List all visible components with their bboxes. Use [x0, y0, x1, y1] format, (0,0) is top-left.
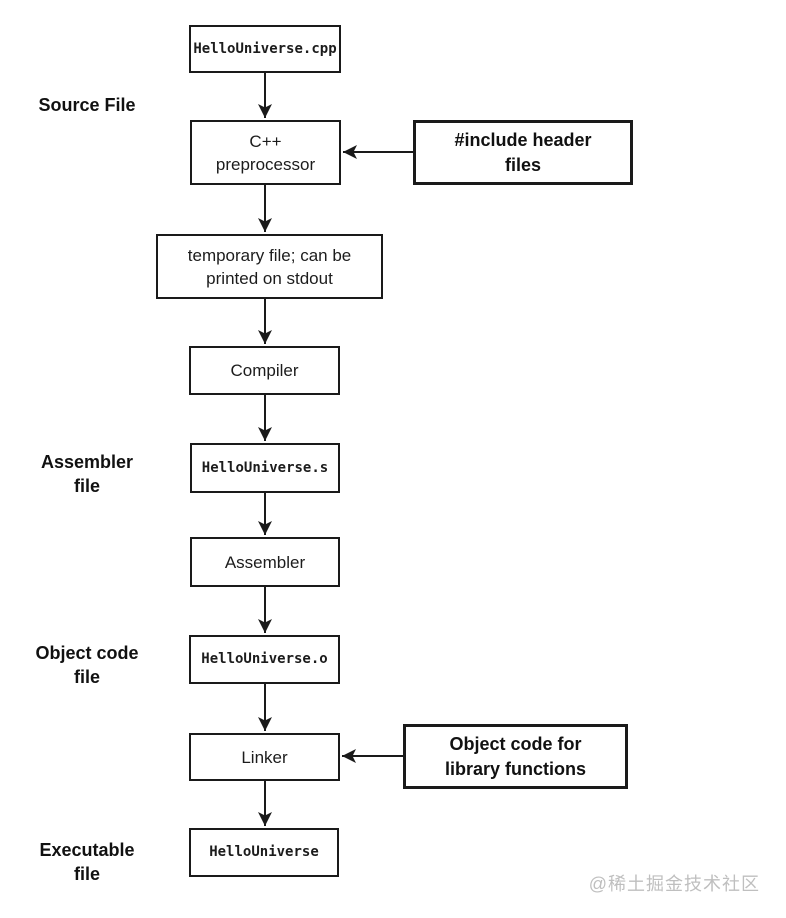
node-assembler-box: Assembler — [190, 537, 340, 587]
node-assembler-file-box: HelloUniverse.s — [190, 443, 340, 493]
watermark-text: @稀土掘金技术社区 — [588, 874, 760, 894]
label-object-code-file: Object code file — [35, 643, 139, 687]
label-executable-file: Executable file — [39, 840, 135, 884]
node-object-file-box: HelloUniverse.o — [189, 635, 340, 684]
node-executable-box: HelloUniverse — [189, 828, 339, 877]
label-assembler-file: Assembler file — [40, 452, 134, 496]
node-include-headers-box: #include header files — [413, 120, 633, 185]
node-compiler-box: Compiler — [189, 346, 340, 395]
node-temp-file-box: temporary file; can be printed on stdout — [156, 234, 383, 299]
label-source-file: Source File — [38, 95, 136, 115]
node-preprocessor-box: C++ preprocessor — [190, 120, 341, 185]
node-source-file-box: HelloUniverse.cpp — [189, 25, 341, 73]
node-library-objects-box: Object code for library functions — [403, 724, 628, 789]
node-linker-box: Linker — [189, 733, 340, 781]
